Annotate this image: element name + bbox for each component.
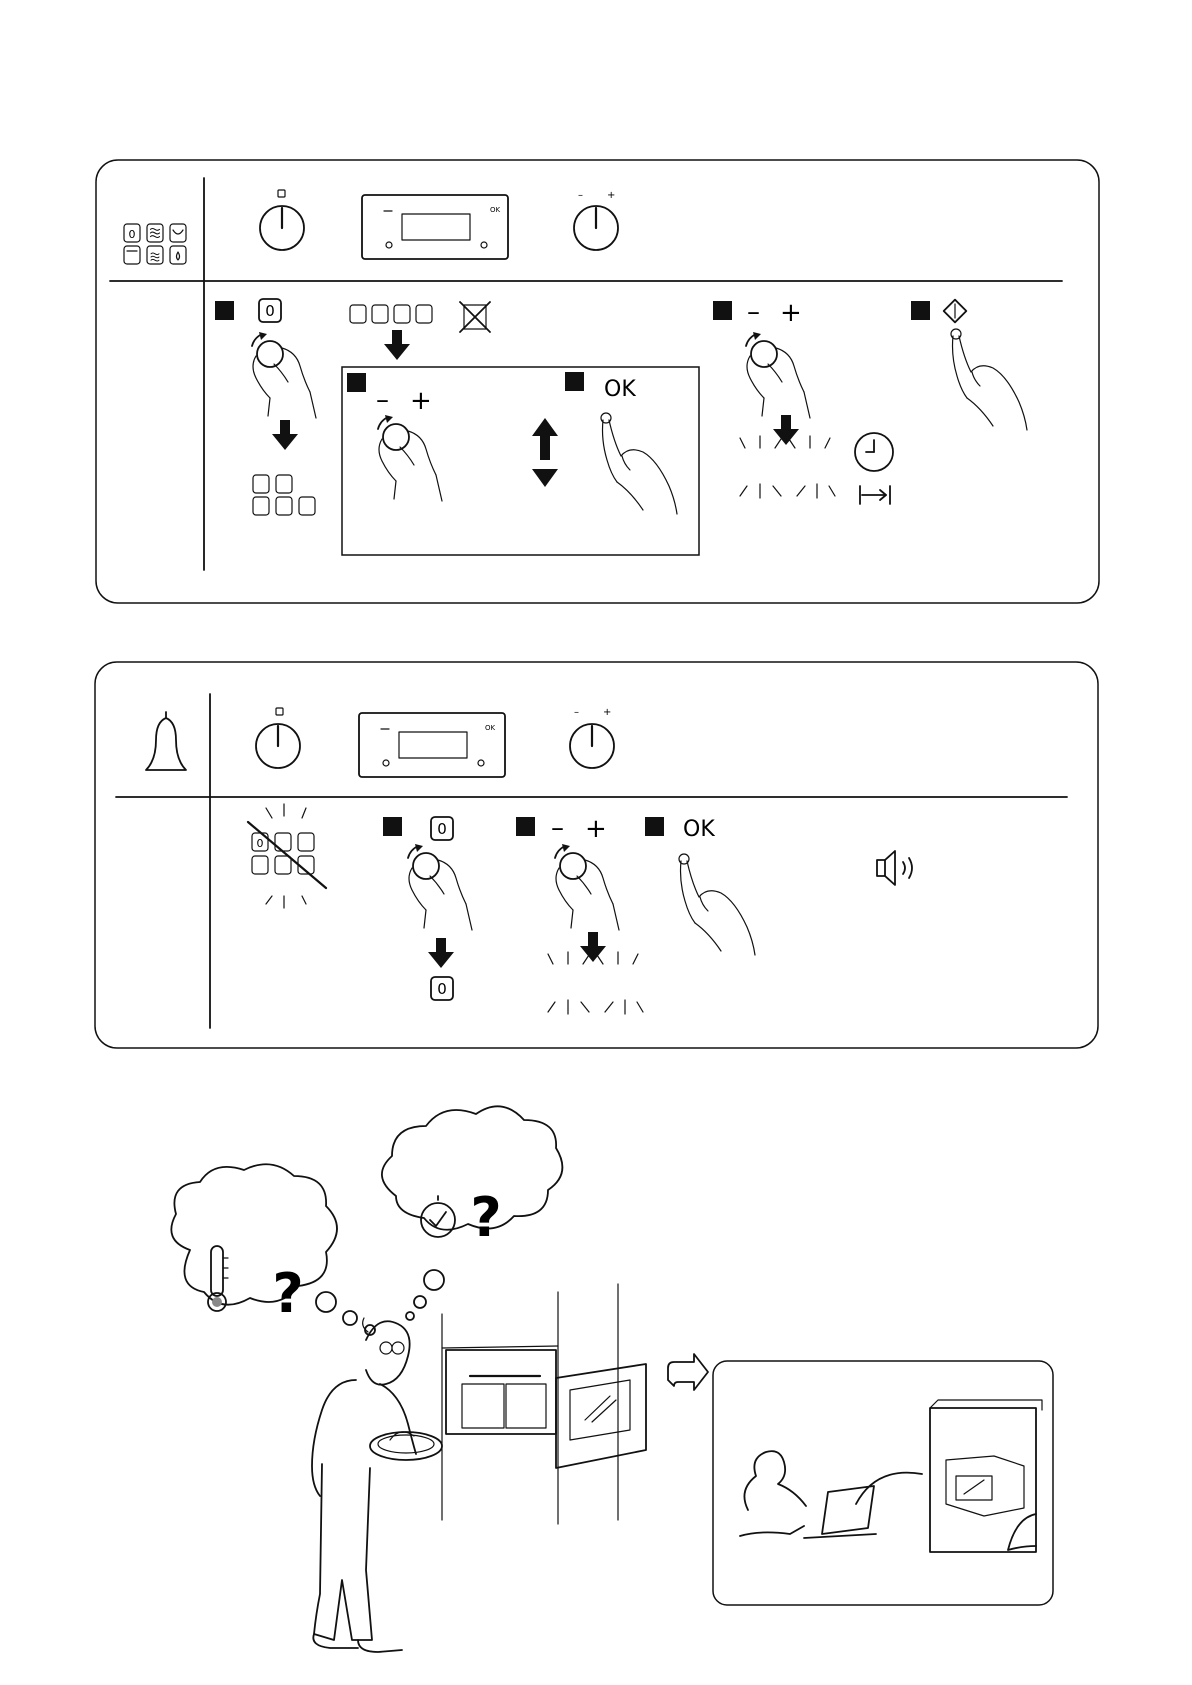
thought-bubble-time: ? — [382, 1106, 562, 1320]
svg-text:–: – — [376, 385, 389, 415]
svg-text:OK: OK — [604, 377, 636, 402]
redirect-arrow-icon — [668, 1354, 708, 1390]
panel-set-function: 0 OK – + 0 — [96, 160, 1099, 603]
svg-text:0: 0 — [437, 820, 447, 838]
svg-text:0: 0 — [129, 228, 136, 241]
svg-text:0: 0 — [257, 837, 264, 850]
adjust-confirm-box: – + OK — [342, 367, 699, 555]
svg-text:0: 0 — [265, 302, 275, 320]
svg-text:–: – — [747, 297, 760, 327]
help-illustration: ? ? — [171, 1106, 1053, 1652]
thermometer-icon — [208, 1246, 228, 1311]
svg-text:?: ? — [470, 1186, 501, 1249]
svg-text:–: – — [574, 707, 579, 718]
svg-text:+: + — [410, 386, 432, 416]
timer-icon — [421, 1196, 455, 1237]
svg-text:?: ? — [272, 1262, 303, 1325]
svg-text:–: – — [551, 813, 564, 843]
thought-bubble-temperature: ? — [171, 1164, 375, 1335]
person-with-tray — [312, 1318, 442, 1652]
svg-text:+: + — [607, 190, 615, 201]
svg-text:OK: OK — [683, 817, 715, 842]
svg-text:+: + — [603, 707, 611, 718]
svg-text:+: + — [780, 298, 802, 328]
reference-box — [713, 1361, 1053, 1605]
svg-text:–: – — [578, 190, 583, 201]
oven-cabinet — [442, 1284, 646, 1524]
svg-text:OK: OK — [485, 724, 496, 732]
svg-text:+: + — [585, 814, 607, 844]
svg-text:OK: OK — [490, 206, 501, 214]
svg-text:0: 0 — [437, 980, 447, 998]
panel-alarm: OK – + 0 0 — [95, 662, 1098, 1048]
